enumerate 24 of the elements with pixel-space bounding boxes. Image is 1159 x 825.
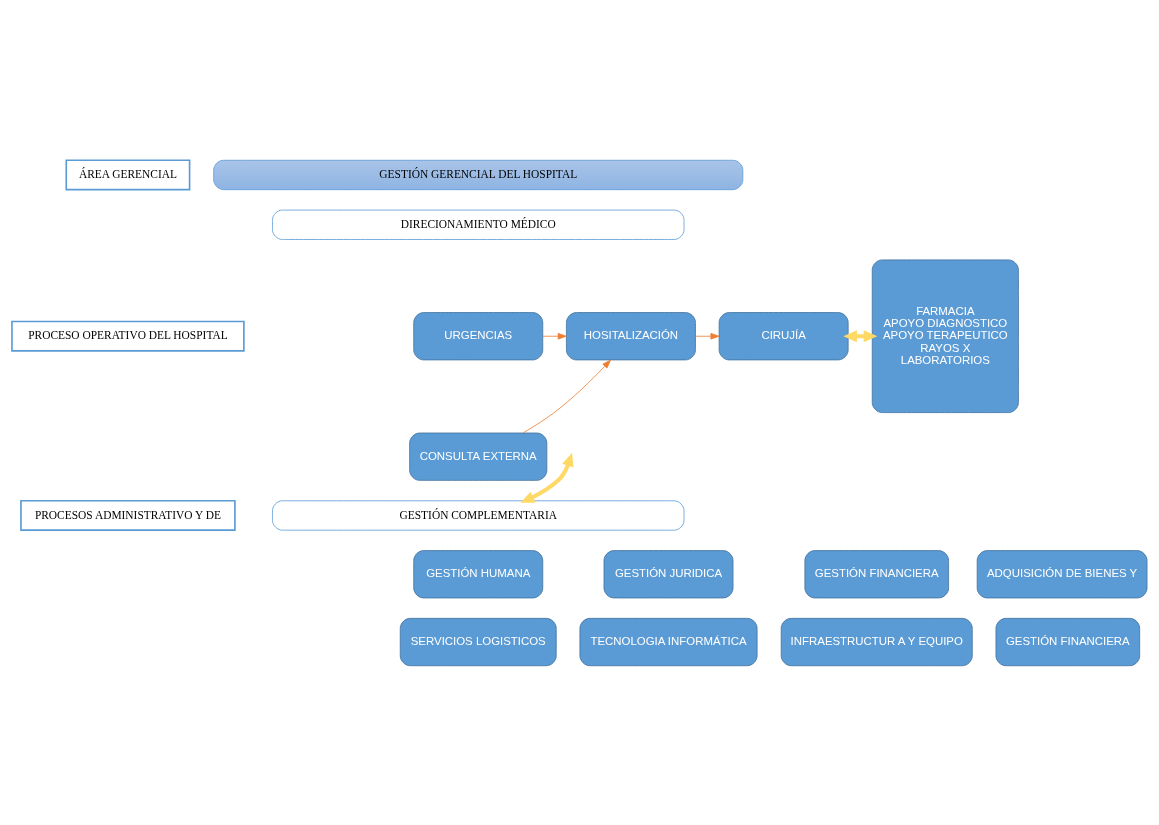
node-box: CONSULTA EXTERNA xyxy=(409,432,548,481)
node-box: URGENCIAS xyxy=(413,311,544,360)
node-box: PROCESOS ADMINISTRATIVO Y DE xyxy=(20,499,236,531)
node-box: FARMACIA APOYO DIAGNOSTICO APOYO TERAPEUTICO RAYOS X LABORATORIOS xyxy=(871,258,1019,413)
arrow xyxy=(520,452,574,503)
node-box: CIRUJÍA xyxy=(718,311,849,360)
node-box: GESTIÓN COMPLEMENTARIA xyxy=(272,499,685,531)
node-box: GESTIÓN FINANCIERA xyxy=(804,549,949,598)
node-box: HOSITALIZACIÓN xyxy=(566,311,696,360)
arrow xyxy=(522,359,611,433)
arrow xyxy=(695,332,720,339)
node-box: DIRECIONAMIENTO MÉDICO xyxy=(272,209,685,240)
node-box: TECNOLOGIA INFORMÁTICA xyxy=(579,617,758,666)
node-box: GESTIÓN JURIDICA xyxy=(603,549,734,598)
node-box: GESTIÓN GERENCIAL DEL HOSPITAL xyxy=(213,159,744,190)
node-box: GESTIÓN FINANCIERA xyxy=(995,617,1141,666)
node-box: ÁREA GERENCIAL xyxy=(65,158,191,190)
node-box: ADQUISICIÓN DE BIENES Y xyxy=(976,549,1148,598)
arrow xyxy=(843,329,878,342)
node-box: SERVICIOS LOGISTICOS xyxy=(399,617,557,666)
node-box: PROCESO OPERATIVO DEL HOSPITAL xyxy=(11,320,245,352)
node-box: GESTIÓN HUMANA xyxy=(413,549,544,598)
node-box: INFRAESTRUCTUR A Y EQUIPO xyxy=(780,617,973,666)
arrow xyxy=(542,332,567,339)
